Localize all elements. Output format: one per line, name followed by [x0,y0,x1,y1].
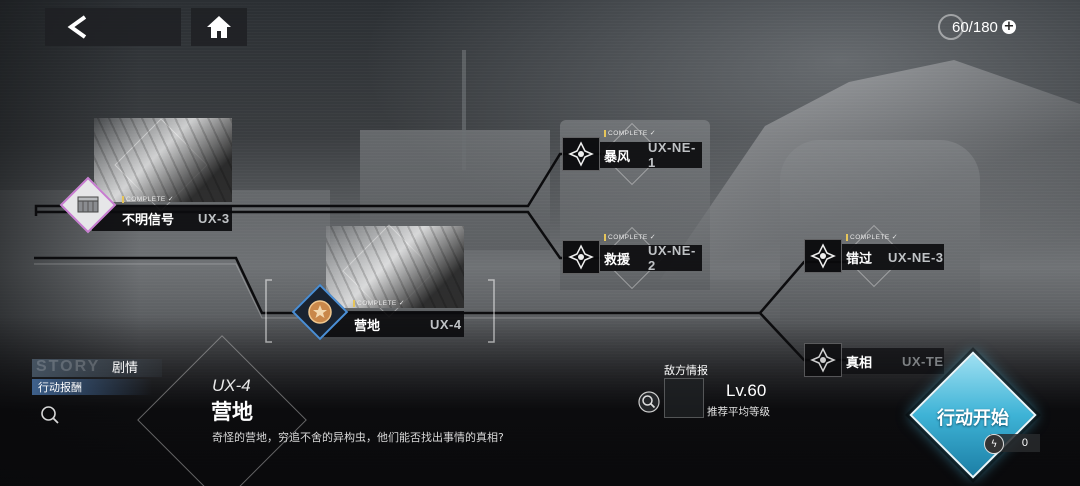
building [780,140,980,320]
stamina-counter[interactable]: 60/180 + [938,14,1016,40]
stage-name: 错过 [846,251,873,267]
stage-icon [59,176,117,234]
stage-icon [291,283,349,341]
back-button[interactable] [45,8,181,46]
search-icon[interactable] [638,391,660,413]
enemy-intel-thumbnail[interactable] [664,378,704,418]
selected-stage-code: UX-4 [212,376,251,395]
faction-emblem-icon [804,343,842,377]
stage-code: UX-4 [430,316,462,332]
recommended-level: Lv.60 [726,381,767,400]
complete-tag: COMPLETE✓ [122,195,174,203]
recommended-level-label: 推荐平均等级 [707,406,770,418]
reward-label: 行动报酬 [38,381,82,394]
back-arrow-icon [67,15,87,39]
stamina-ring-icon [938,14,964,40]
selection-bracket [265,279,495,343]
stage-name: 救援 [604,252,631,268]
stage-name: 营地 [354,318,381,334]
antenna-pole [462,50,466,170]
start-mission-button[interactable]: 行动开始 [908,350,1038,480]
energy-icon: ϟ [984,434,1004,454]
story-watermark: STORY [36,358,101,375]
stage-name: 真相 [846,355,873,371]
faction-emblem-icon [804,239,842,273]
stage-name: 暴风 [604,149,631,165]
stage-code: UX-TE [902,353,944,369]
stage-code: UX-NE-3 [888,249,944,265]
stamina-value: 60/180 [952,18,998,36]
faction-emblem-icon [562,240,600,274]
complete-tag: COMPLETE✓ [353,299,405,307]
stage-thumbnail [326,226,464,308]
stage-code: UX-NE-1 [648,140,696,170]
home-icon [207,16,231,38]
plus-icon[interactable]: + [1001,19,1016,34]
stage-name: 不明信号 [122,212,175,228]
mission-cost-value: 0 [1021,437,1028,449]
complete-tag: COMPLETE✓ [604,129,656,137]
supply-crate-icon [77,196,99,213]
selected-stage-name: 营地 [211,400,253,424]
reward-tab[interactable] [32,379,152,395]
enemy-intel-label: 敌方情报 [664,364,708,377]
search-icon[interactable] [40,405,60,425]
complete-tag: COMPLETE✓ [604,233,656,241]
story-label: 剧情 [112,361,139,376]
home-button[interactable] [191,8,247,46]
camp-medal-icon [308,300,332,324]
stage-code: UX-3 [198,210,230,226]
start-button-label: 行动开始 [937,408,1009,429]
stage-code: UX-NE-2 [648,243,696,273]
stage-thumbnail [94,118,232,202]
faction-emblem-icon [562,137,600,171]
bottom-fade [0,316,1080,486]
story-tab[interactable] [32,359,162,377]
complete-tag: COMPLETE✓ [846,233,898,241]
selected-stage-description: 奇怪的营地，穷追不舍的异构虫，他们能否找出事情的真相? [212,431,504,444]
